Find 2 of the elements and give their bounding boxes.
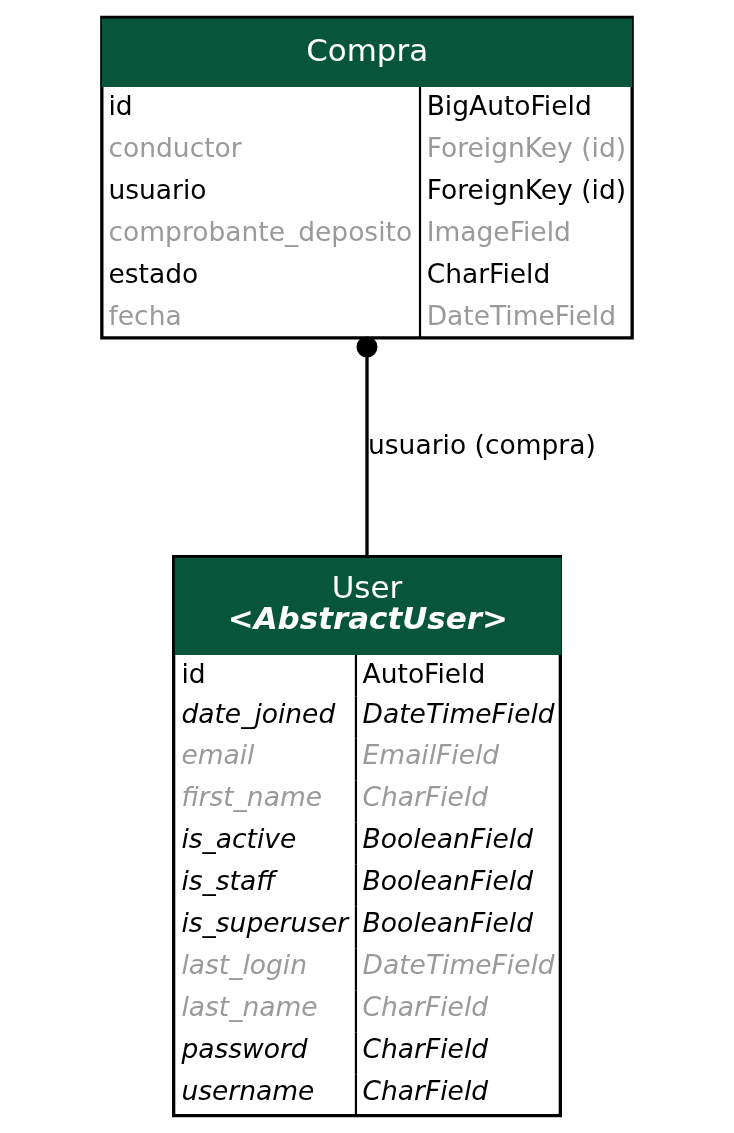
connector xyxy=(356,336,378,557)
edge-label: usuario (compra) xyxy=(368,429,596,461)
